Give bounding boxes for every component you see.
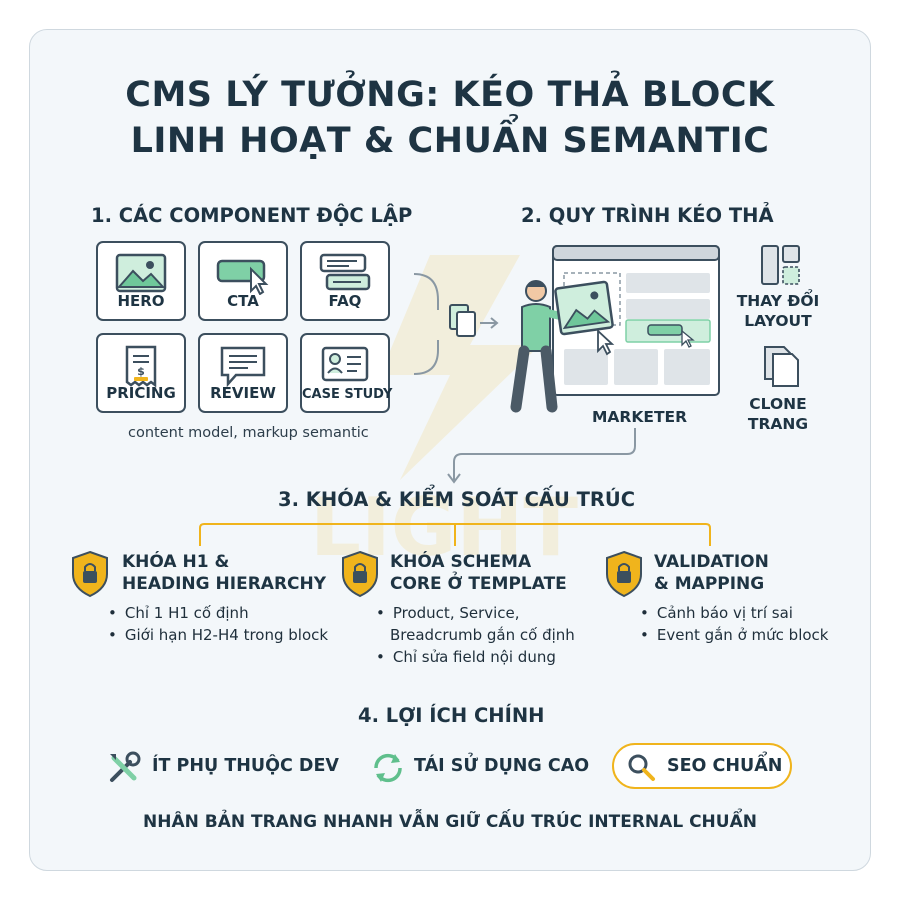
side-action-layout-line-1: THAY ĐỔI [736,292,820,310]
control-title-line-2: HEADING HIERARCHY [122,574,327,594]
section-1-heading: 1. CÁC COMPONENT ĐỘC LẬP [91,204,413,227]
component-tile-hero[interactable]: HERO [96,241,186,321]
control-heading-lock-bullets: Chỉ 1 H1 cố định Giới hạn H2-H4 trong bl… [108,602,328,646]
bullet-item: Product, Service, [376,602,575,624]
tools-icon [110,751,141,782]
control-title-line-1: VALIDATION [654,552,769,572]
page-title-line-1: CMS LÝ TƯỞNG: KÉO THẢ BLOCK [125,75,775,115]
benefit-less-dev: ÍT PHỤ THUỘC DEV [152,756,339,776]
component-tile-case-study[interactable]: CASE STUDY [300,333,393,413]
copy-pages-icon[interactable] [762,345,802,389]
side-action-clone-line-1: CLONE [749,395,807,413]
side-action-clone-line-2: TRANG [747,415,809,433]
benefit-seo: SEO CHUẨN [667,756,783,776]
shield-lock-icon [342,550,378,598]
control-heading-lock: KHÓA H1 & HEADING HIERARCHY [122,551,326,595]
control-schema-lock: KHÓA SCHEMA CORE Ở TEMPLATE [390,551,567,595]
component-tile-review[interactable]: REVIEW [198,333,288,413]
bullet-item: Giới hạn H2-H4 trong block [108,624,328,646]
merge-connector [413,273,499,375]
receipt-icon: $ [125,345,157,388]
component-tile-cta[interactable]: CTA [198,241,288,321]
comment-icon [220,346,266,387]
component-label: HERO [117,292,165,310]
control-validation-bullets: Cảnh báo vị trí sai Event gắn ở mức bloc… [640,602,829,646]
component-label: FAQ [328,292,362,310]
image-icon [115,253,167,293]
control-schema-lock-bullets: Product, Service, Breadcrumb gắn cố định… [376,602,575,668]
marketer-label: MARKETER [592,408,688,426]
component-label: CASE STUDY [302,387,393,402]
bullet-item: Cảnh báo vị trí sai [640,602,828,624]
bullet-item: Chỉ sửa field nội dung [376,646,575,668]
section-2-heading: 2. QUY TRÌNH KÉO THẢ [521,204,774,227]
page-title-line-2: LINH HOẠT & CHUẨN SEMANTIC [130,121,770,161]
section-1-caption: content model, markup semantic [128,425,369,441]
control-title-line-1: KHÓA SCHEMA [390,552,532,572]
component-tile-pricing[interactable]: $ PRICING [96,333,186,413]
recycle-icon [374,753,402,783]
shield-lock-icon [72,550,108,598]
shield-lock-icon [606,550,642,598]
component-label: REVIEW [210,384,276,402]
bullet-item-continuation: Breadcrumb gắn cố định [390,626,575,644]
section-3-heading: 3. KHÓA & KIỂM SOÁT CẤU TRÚC [278,488,636,511]
control-title-line-2: CORE Ở TEMPLATE [390,574,567,594]
infographic-card [29,29,871,871]
bullet-item: Event gắn ở mức block [640,624,829,646]
benefit-reuse: TÁI SỬ DỤNG CAO [414,756,590,776]
control-title-line-1: KHÓA H1 & [122,552,230,572]
side-action-layout-line-2: LAYOUT [744,312,812,330]
svg-text:$: $ [137,365,145,378]
component-label: CTA [227,292,259,310]
component-label: PRICING [106,384,176,402]
id-card-icon [321,346,369,382]
footer-tagline: NHÂN BẢN TRANG NHANH VẪN GIỮ CẤU TRÚC IN… [143,812,757,832]
control-title-line-2: & MAPPING [654,574,765,594]
layout-grid-icon[interactable] [760,244,802,288]
section-4-heading: 4. LỢI ÍCH CHÍNH [358,704,545,727]
flow-connector-down [447,428,636,484]
marketer-figure [510,280,615,413]
chat-bubbles-icon [319,253,371,291]
branch-bracket [199,523,711,546]
component-tile-faq[interactable]: FAQ [300,241,390,321]
bullet-item: Chỉ 1 H1 cố định [108,602,328,624]
search-icon [628,754,655,781]
cursor-button-icon [216,259,269,295]
control-validation: VALIDATION & MAPPING [654,551,769,595]
